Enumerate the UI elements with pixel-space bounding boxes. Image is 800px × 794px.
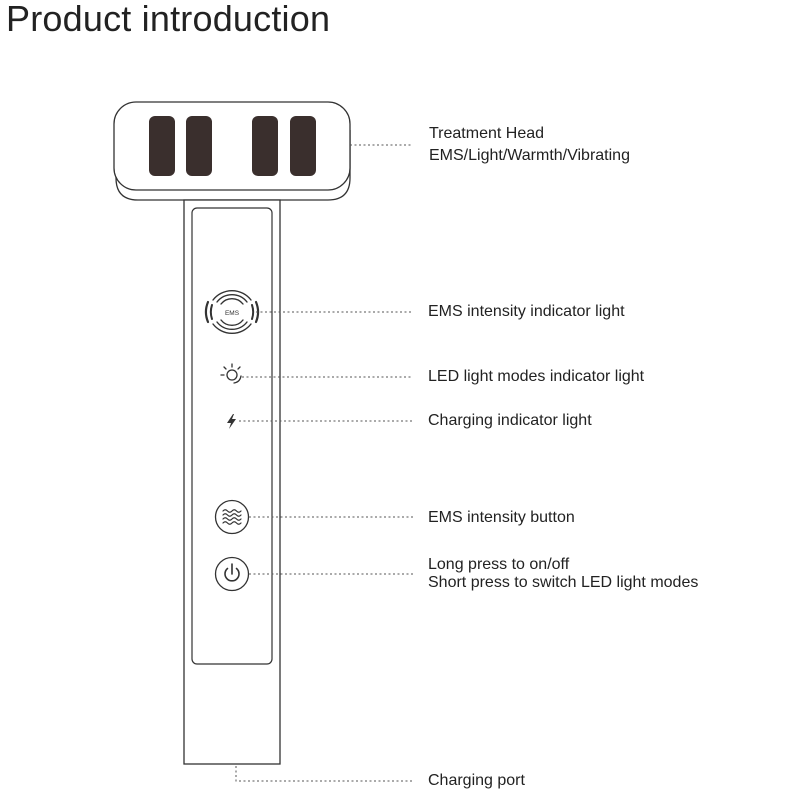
electrode bbox=[186, 116, 212, 176]
charging-port-label: Charging port bbox=[428, 772, 525, 789]
electrode bbox=[252, 116, 278, 176]
device-handle bbox=[183, 199, 281, 765]
ems-button-label: EMS intensity button bbox=[428, 509, 575, 526]
ems-intensity-control[interactable] bbox=[214, 499, 250, 535]
led-indicator-label: LED light modes indicator light bbox=[428, 368, 645, 385]
power-line-1: Long press to on/off bbox=[428, 556, 570, 573]
electrodes bbox=[149, 116, 316, 176]
ems-indicator-text: EMS bbox=[225, 310, 240, 317]
callout-line bbox=[235, 766, 413, 782]
callout-lines bbox=[235, 144, 413, 782]
ems-waves-icon bbox=[204, 290, 260, 334]
treatment-head-title: Treatment Head bbox=[429, 125, 545, 142]
treatment-head-subtitle: EMS/Light/Warmth/Vibrating bbox=[429, 147, 630, 164]
power-icon bbox=[224, 563, 240, 582]
power-line-2: Short press to switch LED light modes bbox=[428, 574, 699, 591]
lightning-bolt-icon bbox=[227, 414, 236, 429]
power-control[interactable] bbox=[214, 556, 250, 592]
control-panel bbox=[191, 207, 273, 665]
sun-icon bbox=[220, 363, 242, 384]
page-title: Product introduction bbox=[6, 0, 331, 39]
wave-lines-icon bbox=[222, 509, 242, 525]
treatment-head-label: Treatment Head EMS/Light/Warmth/Vibratin… bbox=[429, 125, 630, 165]
electrode bbox=[290, 116, 316, 176]
electrode bbox=[149, 116, 175, 176]
ems-indicator-label: EMS intensity indicator light bbox=[428, 303, 625, 320]
charging-indicator-label: Charging indicator light bbox=[428, 412, 592, 429]
power-button-label: Long press to on/off Short press to swit… bbox=[428, 556, 698, 592]
